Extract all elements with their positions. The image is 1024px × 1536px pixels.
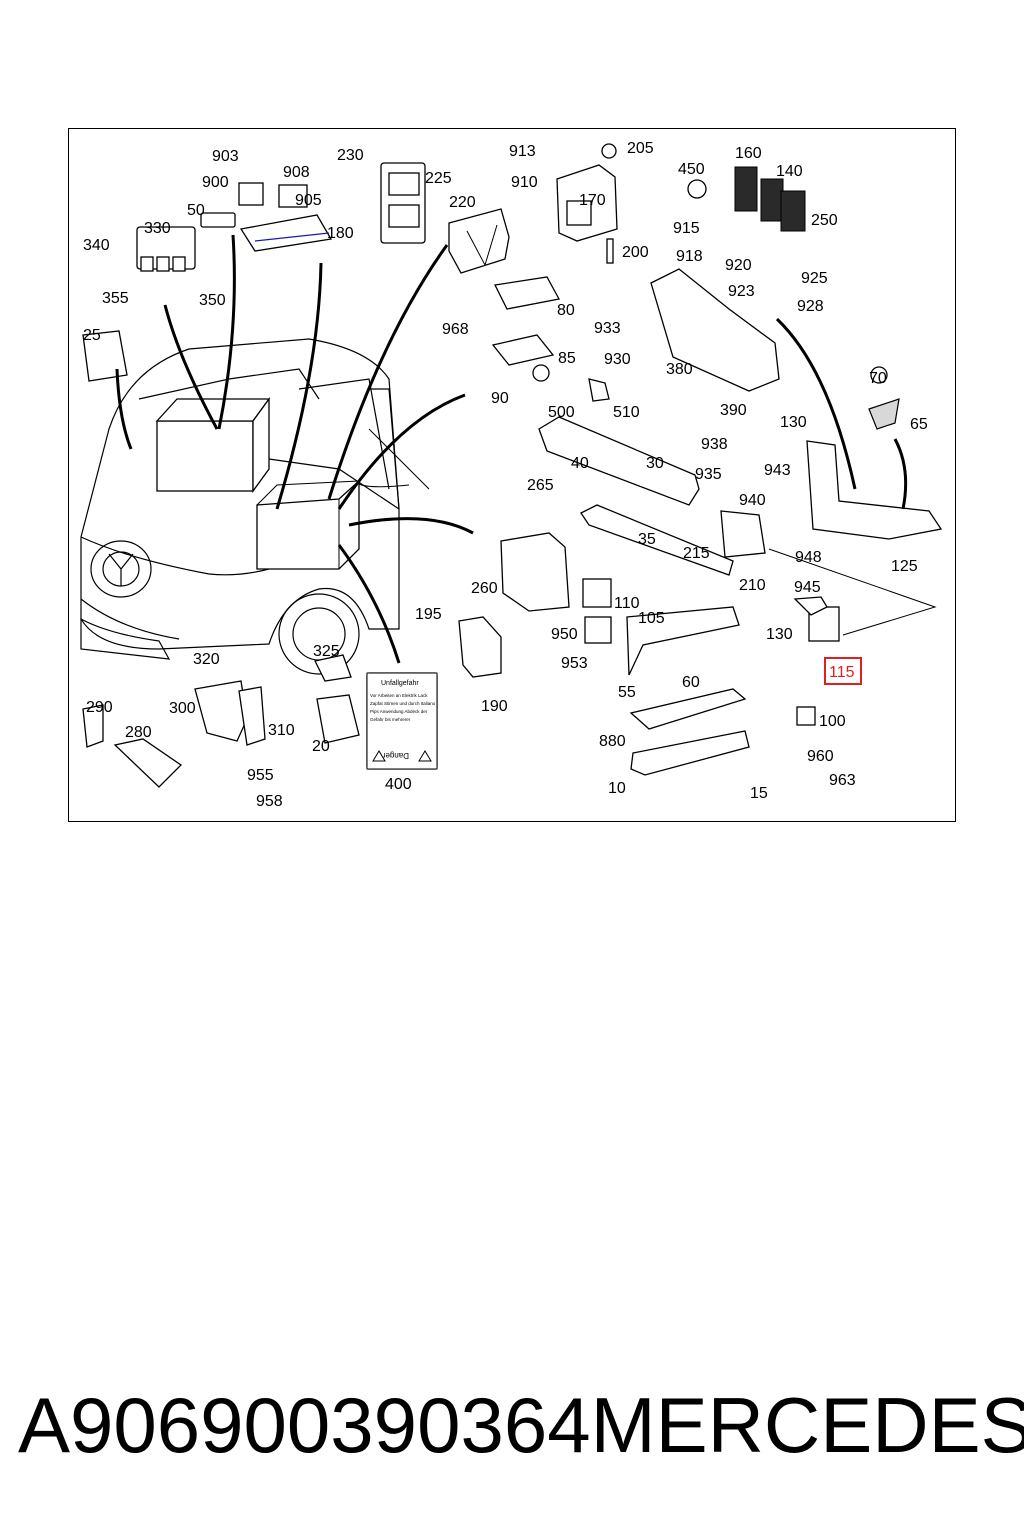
callout-320: 320	[193, 651, 220, 668]
callout-955: 955	[247, 767, 274, 784]
callout-40: 40	[571, 455, 589, 472]
callout-110: 110	[614, 595, 640, 612]
callout-105: 105	[638, 610, 665, 627]
callout-380: 380	[666, 361, 693, 378]
warning-triangle-icon	[372, 750, 432, 762]
callout-963: 963	[829, 772, 856, 789]
callout-920: 920	[725, 257, 752, 274]
callout-400: 400	[385, 776, 412, 793]
callout-930: 930	[604, 351, 631, 368]
callout-910: 910	[511, 174, 538, 191]
callout-908: 908	[283, 164, 310, 181]
callout-500: 500	[548, 404, 575, 421]
parts-diagram: 903 908 230 225 913 205 160 450 140 900 905 910 170 2…	[68, 128, 956, 822]
callout-933: 933	[594, 320, 621, 337]
highlighted-part-box	[824, 657, 862, 685]
callout-170: 170	[579, 192, 606, 209]
sticker-heading: Unfallgefahr	[381, 680, 419, 687]
callout-195: 195	[415, 606, 442, 623]
callout-945: 945	[794, 579, 821, 596]
callout-968: 968	[442, 321, 469, 338]
callout-903: 903	[212, 148, 239, 165]
callout-510: 510	[613, 404, 640, 421]
callout-905: 905	[295, 192, 322, 209]
callout-935: 935	[695, 466, 722, 483]
callout-130: 130	[780, 414, 807, 431]
brand-name: MERCEDES	[590, 1380, 1024, 1469]
callout-90: 90	[491, 390, 509, 407]
callout-30: 30	[646, 455, 664, 472]
callout-50: 50	[187, 202, 205, 219]
sticker-line: Vor Arbeiten an Elektrik Lack	[370, 693, 428, 698]
callout-80: 80	[557, 302, 575, 319]
callout-225: 225	[425, 170, 452, 187]
callout-140: 140	[776, 163, 803, 180]
callout-325: 325	[313, 643, 340, 660]
callout-340: 340	[83, 237, 110, 254]
callout-10: 10	[608, 780, 626, 797]
callout-310: 310	[268, 722, 295, 739]
callout-928: 928	[797, 298, 824, 315]
callout-205: 205	[627, 140, 654, 157]
pointer-arrows	[115, 234, 937, 664]
callout-355: 355	[102, 290, 129, 307]
callout-200: 200	[622, 244, 649, 261]
callout-25: 25	[83, 327, 101, 344]
callout-960: 960	[807, 748, 834, 765]
callout-943: 943	[764, 462, 791, 479]
callout-390: 390	[720, 402, 747, 419]
callout-948: 948	[795, 549, 822, 566]
highlighted-part-label: 115	[829, 664, 855, 681]
callout-160: 160	[735, 145, 762, 162]
callout-925: 925	[801, 270, 828, 287]
callout-220: 220	[449, 194, 476, 211]
callout-300: 300	[169, 700, 196, 717]
callout-60: 60	[682, 674, 700, 691]
sticker-line: Gefahr bis mehrerer	[370, 717, 411, 722]
callout-230: 230	[337, 147, 364, 164]
sticker-line: Pips Anwendung Abdeck der	[370, 709, 428, 714]
callout-350: 350	[199, 292, 226, 309]
callout-940: 940	[739, 492, 766, 509]
callout-918: 918	[676, 248, 703, 265]
callout-35: 35	[638, 531, 656, 548]
callout-20: 20	[312, 738, 330, 755]
callout-85: 85	[558, 350, 576, 367]
callout-290: 290	[86, 699, 113, 716]
callout-65: 65	[910, 416, 928, 433]
callout-938: 938	[701, 436, 728, 453]
callout-923: 923	[728, 283, 755, 300]
callout-250: 250	[811, 212, 838, 229]
sticker-line: Zapfat Stirnen und durch Italiano	[370, 701, 436, 706]
callout-953: 953	[561, 655, 588, 672]
callout-100: 100	[819, 713, 846, 730]
callout-450: 450	[678, 161, 705, 178]
callout-125: 125	[891, 558, 918, 575]
callout-330: 330	[144, 220, 171, 237]
callout-265: 265	[527, 477, 554, 494]
callout-280: 280	[125, 724, 152, 741]
callout-915: 915	[673, 220, 700, 237]
callout-900: 900	[202, 174, 229, 191]
callout-215: 215	[683, 545, 710, 562]
callout-layer: 903 908 230 225 913 205 160 450 140 900 905 910 170 2…	[83, 140, 928, 810]
exploded-view-drawing: 903 908 230 225 913 205 160 450 140 900 905 910 170 2…	[80, 140, 943, 810]
callout-180: 180	[327, 225, 354, 242]
callout-70: 70	[869, 370, 887, 387]
callout-260: 260	[471, 580, 498, 597]
callout-55: 55	[618, 684, 636, 701]
vehicle-outline	[80, 338, 430, 675]
callout-130: 130	[766, 626, 793, 643]
callout-950: 950	[551, 626, 578, 643]
callout-190: 190	[481, 698, 508, 715]
callout-958: 958	[256, 793, 283, 810]
callout-15: 15	[750, 785, 768, 802]
sticker-heading-inverted: Danger	[382, 751, 409, 760]
part-number: A906900390364	[18, 1380, 591, 1469]
callout-210: 210	[739, 577, 766, 594]
callout-880: 880	[599, 733, 626, 750]
caption-bar: A906900390364 MERCEDES	[18, 1370, 1024, 1480]
callout-913: 913	[509, 143, 536, 160]
